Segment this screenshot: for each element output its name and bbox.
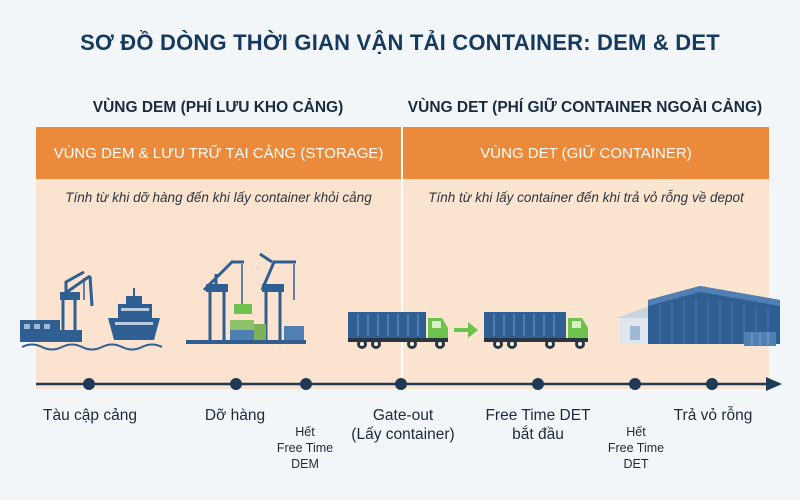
timeline-marker-det-free-time-start xyxy=(532,378,544,390)
det-zone-header: VÙNG DET (GIỮ CONTAINER) xyxy=(403,127,769,179)
dem-zone-label: VÙNG DEM (PHÍ LƯU KHO CẢNG) xyxy=(92,99,344,116)
det-zone-description: Tính từ khi lấy container đến khi trả vỏ… xyxy=(428,190,744,205)
event-label-gate-out: Gate-out (Lấy container) xyxy=(351,407,455,443)
event-label-det-free-time-end: Hết Free Time DET xyxy=(607,425,665,471)
container-truck-icon xyxy=(348,312,448,349)
event-label-empty-return: Trả vỏ rỗng xyxy=(673,407,753,424)
right-arrow-icon xyxy=(454,322,478,338)
page-title: SƠ ĐỒ DÒNG THỜI GIAN VẬN TẢI CONTAINER: … xyxy=(80,30,720,55)
timeline-marker-det-free-time-end xyxy=(629,378,641,390)
zone-divider xyxy=(401,127,403,389)
dem-zone-header: VÙNG DEM & LƯU TRỮ TẠI CẢNG (STORAGE) xyxy=(36,127,401,179)
timeline-marker-berthing xyxy=(83,378,95,390)
dem-zone-description: Tính từ khi dỡ hàng đến khi lấy containe… xyxy=(65,190,372,205)
timeline-marker-empty-return xyxy=(706,378,718,390)
event-label-unloading: Dỡ hàng xyxy=(204,407,266,424)
det-zone-label: VÙNG DET (PHÍ GIỮ CONTAINER NGOÀI CẢNG) xyxy=(407,99,763,116)
event-label-dem-free-time-end: Hết Free Time DEM xyxy=(276,425,334,471)
timeline-arrow-head xyxy=(766,377,782,391)
warehouse-depot-icon xyxy=(616,286,780,346)
timeline-marker-unloading xyxy=(230,378,242,390)
ship-crane-icon xyxy=(20,270,163,351)
timeline-marker-gate-out xyxy=(395,378,407,390)
crane-unloading-icon xyxy=(186,252,306,344)
container-truck-icon xyxy=(484,312,588,349)
timeline-marker-dem-free-time-end xyxy=(300,378,312,390)
event-label-det-free-time-start: Free Time DET bắt đầu xyxy=(485,407,591,443)
event-label-berthing: Tàu cập cảng xyxy=(43,407,137,424)
